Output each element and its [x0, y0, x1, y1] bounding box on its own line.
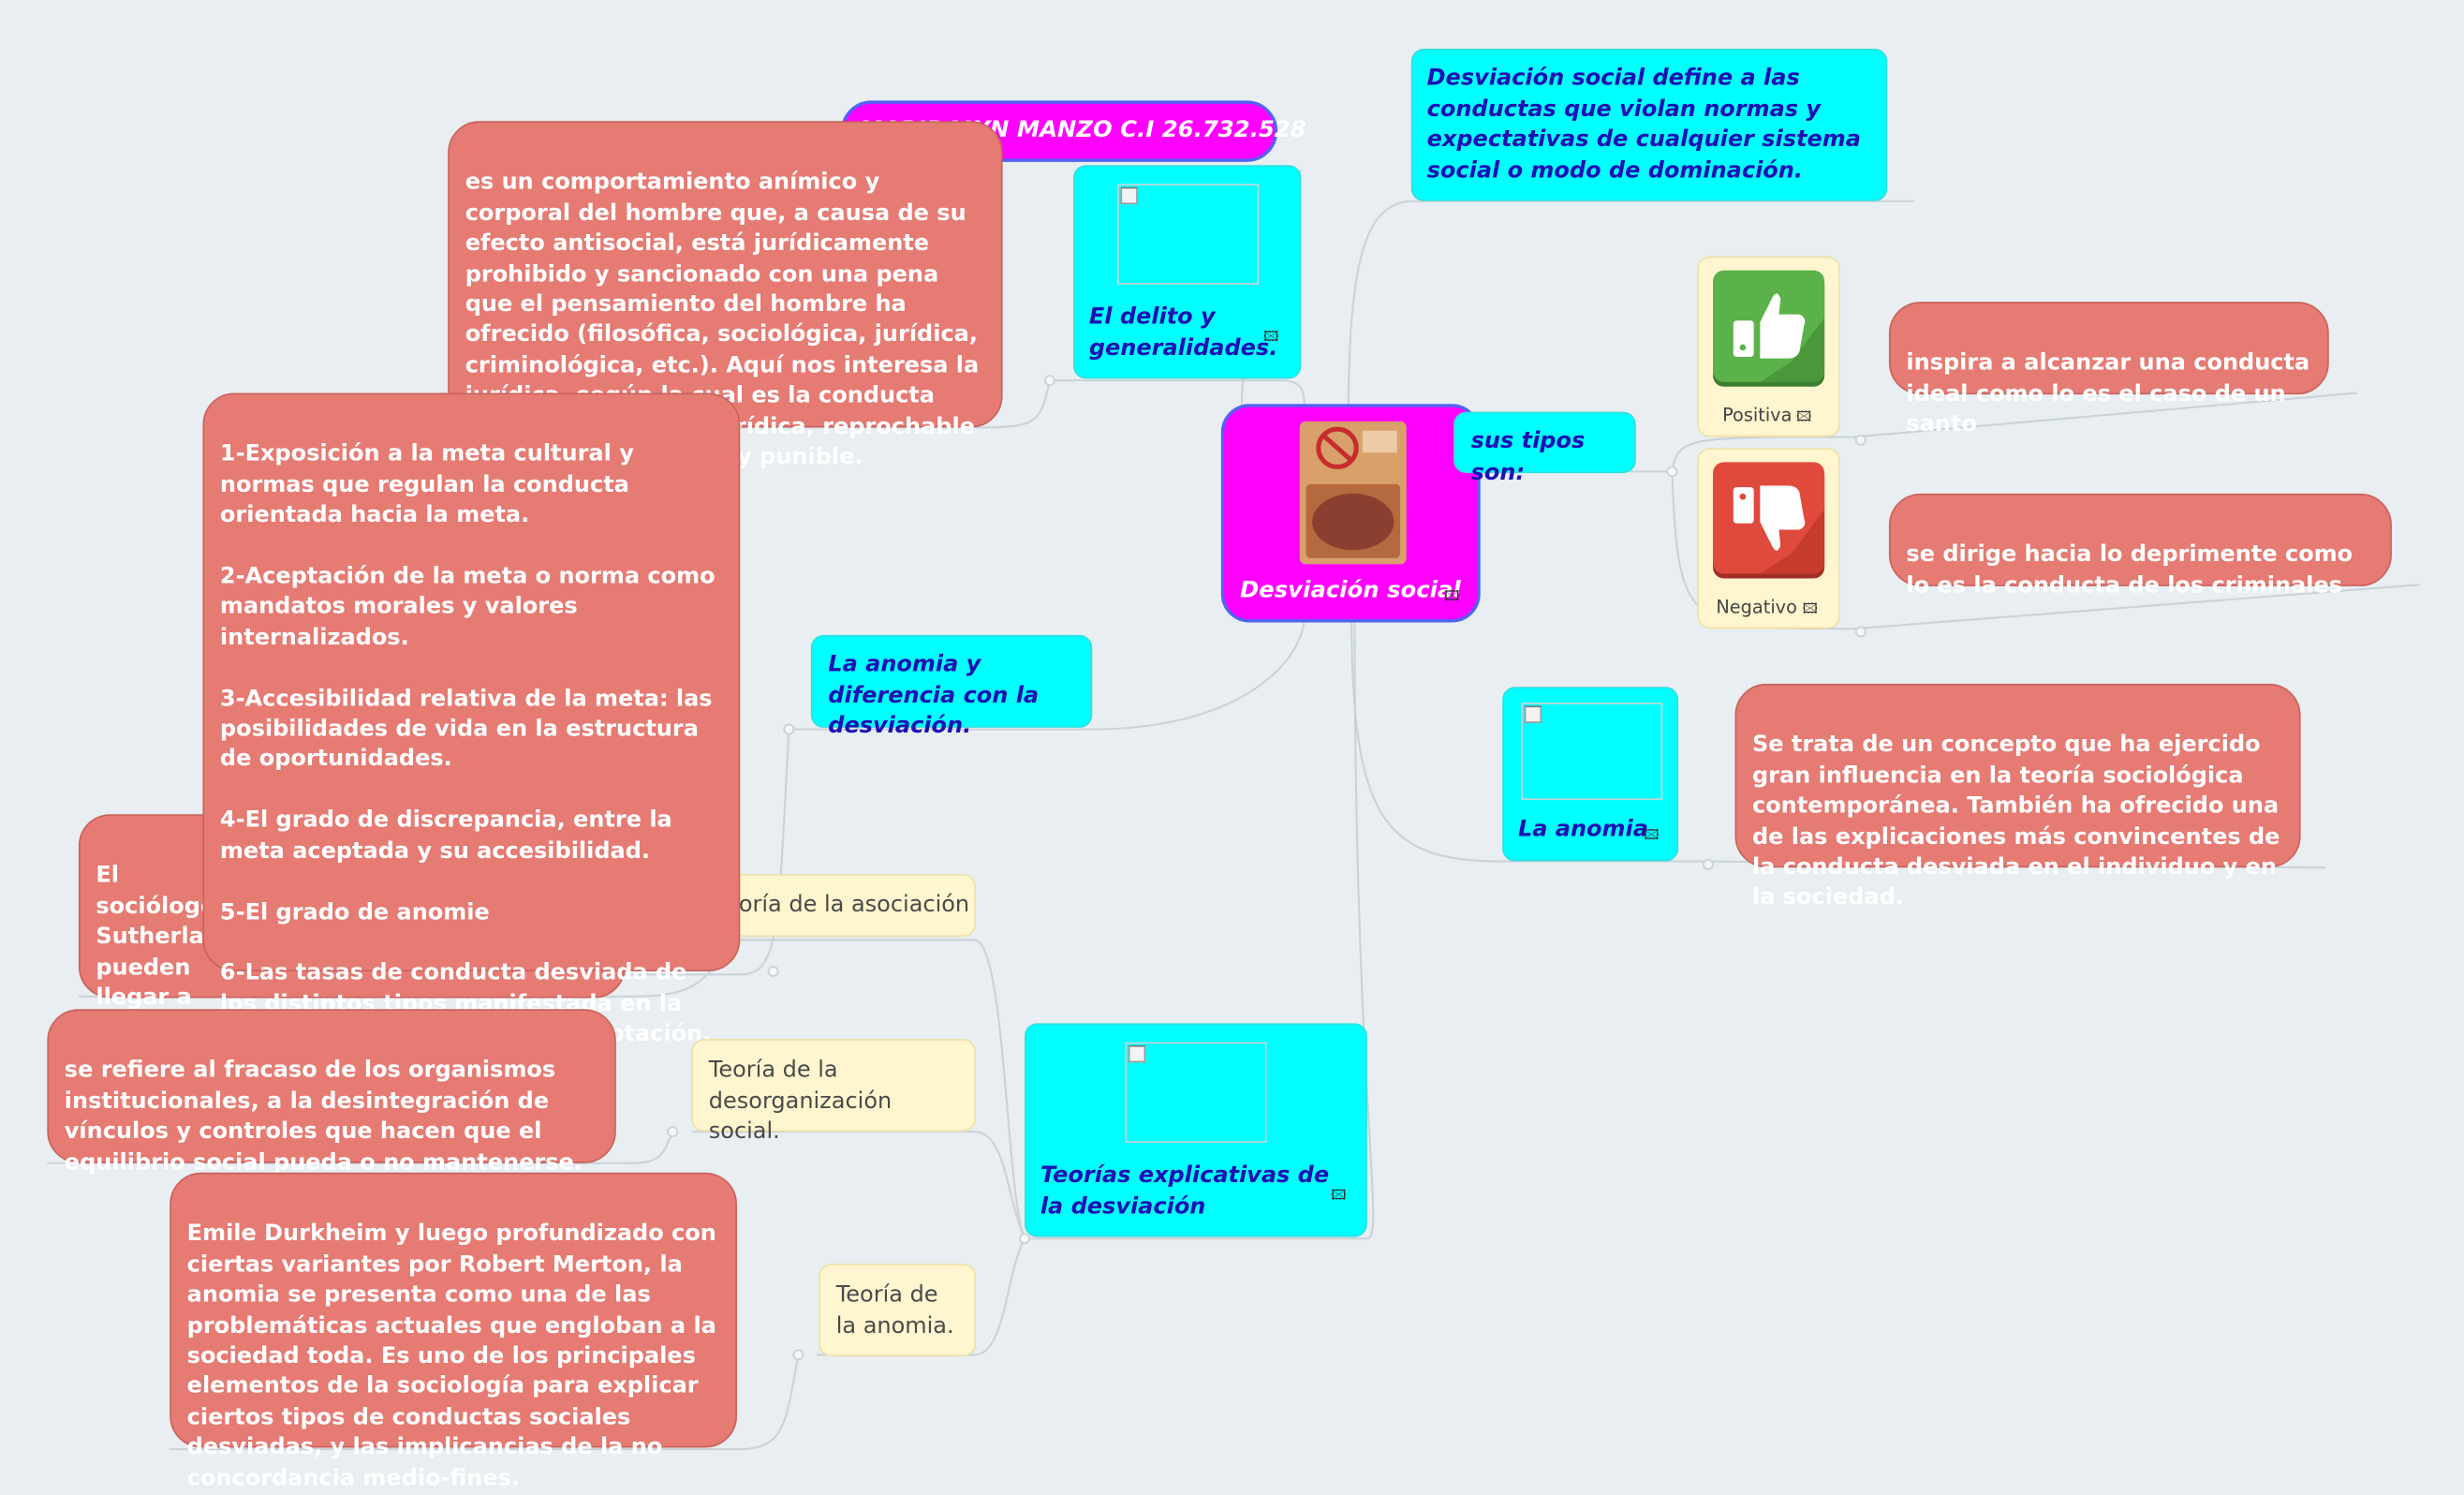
types-node[interactable]: sus tipos son: [1453, 411, 1636, 485]
image-icon: 🖾 [1795, 409, 1812, 426]
positive-label: Positiva [1722, 404, 1793, 426]
anomia-description-text: Se trata de un concepto que ha ejercido … [1751, 733, 2280, 911]
thumbs-down-icon [1713, 462, 1825, 574]
anomia-diferencia-label: La anomia y diferencia con la desviación… [828, 652, 1040, 739]
negative-description-text: se dirige hacia lo deprimente como lo es… [1906, 542, 2353, 599]
image-icon: 🖾 [1444, 589, 1460, 606]
central-topic-image [1299, 421, 1407, 565]
image-icon: 🖾 [1644, 828, 1660, 845]
thumbs-up-icon [1713, 270, 1825, 382]
desorganizacion-description[interactable]: se refiere al fracaso de los organismos … [47, 1009, 616, 1176]
teorias-node[interactable]: Teorías explicativas de la desviación 🖾 [1025, 1023, 1367, 1237]
teoria-anomia-label: Teoría de la anomia. [835, 1282, 954, 1339]
central-topic[interactable]: Desviación social 🖾 [1220, 404, 1481, 623]
types-label: sus tipos son: [1470, 429, 1586, 485]
image-icon: 🖾 [1331, 1188, 1347, 1205]
teorias-image-placeholder [1125, 1042, 1267, 1143]
positive-description-text: inspira a alcanzar una conducta ideal co… [1906, 350, 2310, 437]
anomia-diferencia-node[interactable]: La anomia y diferencia con la desviación… [810, 634, 1093, 739]
definition-text: Desviación social define a las conductas… [1426, 66, 1861, 184]
teoria-anomia-description[interactable]: Emile Durkheim y luego profundizado con … [170, 1172, 737, 1491]
negative-description[interactable]: se dirige hacia lo deprimente como lo es… [1888, 493, 2392, 599]
teorias-label: Teorías explicativas de la desviación [1040, 1162, 1330, 1220]
image-icon: 🖾 [1263, 330, 1279, 347]
delito-description[interactable]: es un comportamiento anímico y corporal … [448, 121, 1003, 470]
teoria-asociacion-label: Teoría de la asociación [715, 893, 970, 918]
delito-node[interactable]: El delito y generalidades. 🖾 [1073, 165, 1302, 379]
anomia-label: La anomia [1517, 817, 1648, 843]
desorganizacion-description-text: se refiere al fracaso de los organismos … [64, 1058, 583, 1176]
anomia-node[interactable]: La anomia 🖾 [1502, 687, 1679, 862]
teoria-anomia-node[interactable]: Teoría de la anomia. [819, 1264, 977, 1357]
teoria-desorganizacion-node[interactable]: Teoría de la desorganización social. [691, 1039, 977, 1145]
negative-type-node[interactable]: Negativo 🖾 [1697, 448, 1840, 629]
negative-label: Negativo [1716, 595, 1797, 618]
delito-image-placeholder [1117, 184, 1260, 285]
teoria-desorganizacion-label: Teoría de la desorganización social. [708, 1058, 893, 1145]
delito-label: El delito y generalidades. [1088, 304, 1278, 362]
anomia-diferencia-description[interactable]: 1-Exposición a la meta cultural y normas… [202, 392, 741, 1047]
anomia-diferencia-description-text: 1-Exposición a la meta cultural y normas… [219, 442, 716, 1047]
image-icon: 🖾 [1802, 601, 1819, 618]
central-topic-label: Desviación social [1239, 578, 1461, 604]
definition-node[interactable]: Desviación social define a las conductas… [1410, 49, 1888, 201]
teoria-anomia-description-text: Emile Durkheim y luego profundizado con … [186, 1221, 716, 1491]
anomia-image-placeholder [1521, 703, 1663, 801]
positive-type-node[interactable]: Positiva 🖾 [1697, 256, 1840, 437]
positive-description[interactable]: inspira a alcanzar una conducta ideal co… [1888, 302, 2329, 437]
anomia-description[interactable]: Se trata de un concepto que ha ejercido … [1734, 683, 2301, 910]
